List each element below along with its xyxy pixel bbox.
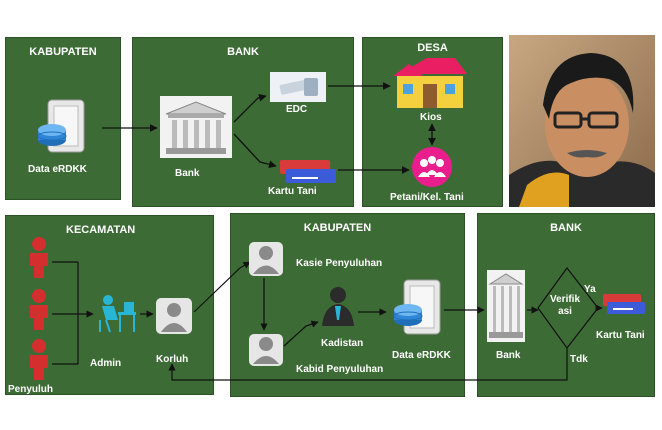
server-icon bbox=[38, 100, 84, 152]
admin-desk-icon bbox=[100, 295, 136, 332]
kartu-tani-icon bbox=[603, 294, 645, 314]
penyuluh-person-icon bbox=[30, 339, 48, 380]
kadistan-person-icon bbox=[322, 287, 354, 326]
label-kartu-tani-top: Kartu Tani bbox=[268, 186, 317, 197]
penyuluh-person-icon bbox=[30, 289, 48, 330]
arrow-bank-edc bbox=[234, 96, 266, 122]
label-edc: EDC bbox=[286, 104, 307, 115]
label-korluh: Korluh bbox=[156, 354, 188, 365]
label-tdk: Tdk bbox=[570, 354, 588, 365]
label-data-erdkk-top: Data eRDKK bbox=[28, 164, 87, 175]
label-data-erdkk-bottom: Data eRDKK bbox=[392, 350, 451, 361]
korluh-person-icon bbox=[156, 298, 192, 334]
label-ya: Ya bbox=[584, 284, 596, 295]
penyuluh-person-icon bbox=[30, 237, 48, 278]
arrow-korluh-kasie bbox=[194, 262, 250, 312]
bank-building-icon bbox=[160, 96, 232, 158]
label-penyuluh: Penyuluh bbox=[8, 384, 53, 395]
kabid-person-icon bbox=[249, 334, 283, 366]
label-kasie: Kasie Penyuluhan bbox=[296, 258, 382, 269]
arrow-kabid-kadistan bbox=[284, 322, 318, 346]
label-verifikasi: Verifik asi bbox=[550, 294, 580, 318]
kios-house-icon bbox=[393, 58, 467, 108]
server-icon bbox=[394, 280, 440, 334]
edc-machine-icon bbox=[270, 72, 326, 102]
label-bank-top: Bank bbox=[175, 168, 199, 179]
label-admin: Admin bbox=[90, 358, 121, 369]
label-kios: Kios bbox=[420, 112, 442, 123]
label-bank-bottom: Bank bbox=[496, 350, 520, 361]
kasie-person-icon bbox=[249, 242, 283, 276]
label-kadistan: Kadistan bbox=[321, 338, 363, 349]
bank-building-icon bbox=[487, 270, 525, 342]
label-petani: Petani/Kel. Tani bbox=[390, 192, 464, 203]
label-kartu-tani-bottom: Kartu Tani bbox=[596, 330, 645, 341]
petani-group-icon bbox=[412, 147, 452, 187]
kartu-tani-icon bbox=[280, 160, 336, 183]
label-kabid: Kabid Penyuluhan bbox=[296, 364, 383, 375]
arrow-bank-kartu bbox=[234, 134, 276, 166]
